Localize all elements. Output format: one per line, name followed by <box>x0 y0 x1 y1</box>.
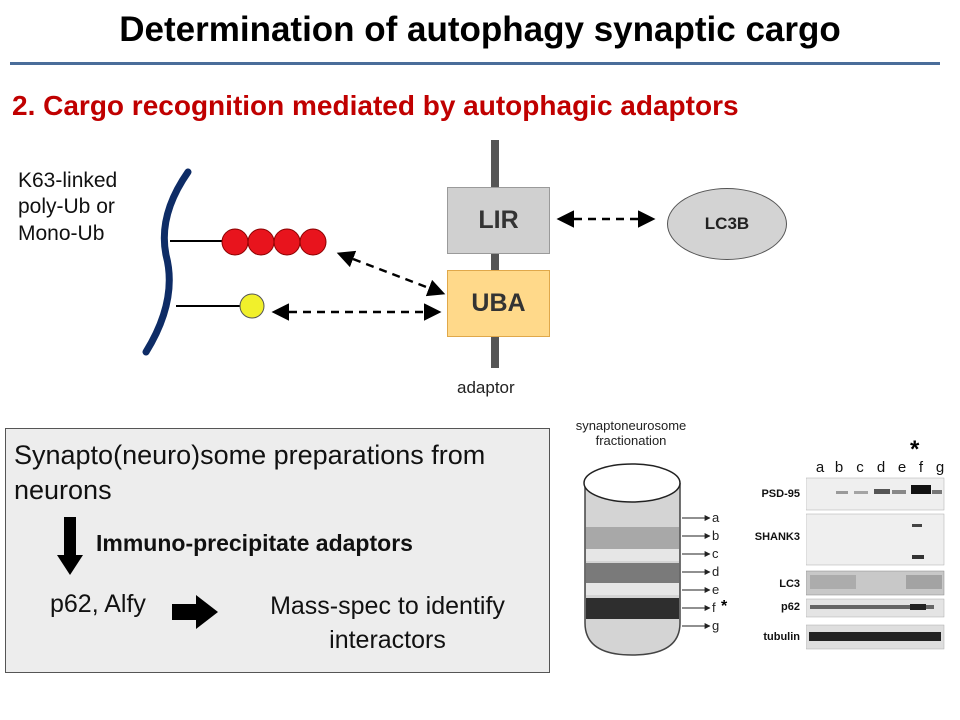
tube-band-b <box>586 527 679 549</box>
tube-band-c <box>586 549 679 561</box>
immunoprecipitate-label: Immuno-precipitate adaptors <box>96 530 413 556</box>
psd95-band <box>932 490 942 494</box>
blot-row-label: SHANK3 <box>754 531 800 543</box>
p62-band <box>910 604 926 610</box>
fractionation-tube <box>583 463 711 656</box>
adaptor-diagram <box>142 140 656 368</box>
blot-row-label: LC3 <box>779 578 800 590</box>
tube-band-f <box>586 598 679 619</box>
mono-ubiquitin-bead <box>239 293 265 319</box>
lc3-smear <box>810 575 856 589</box>
lane-label: f <box>918 459 924 476</box>
tubulin-band <box>809 632 941 641</box>
psd95-band <box>874 489 890 494</box>
ubiquitin-label: K63-linked poly-Ub or Mono-Ub <box>18 168 117 247</box>
ubiquitin-label-line: Mono-Ub <box>18 221 105 245</box>
p62-band <box>810 605 934 609</box>
lane-label: d <box>876 459 886 476</box>
down-arrow-icon <box>57 517 83 575</box>
fraction-label: g <box>712 618 720 633</box>
title-divider <box>10 62 940 65</box>
lane-label: a <box>815 459 825 476</box>
blot-row-label: tubulin <box>763 631 800 643</box>
right-arrow-icon <box>172 595 218 629</box>
blot-row-label: PSD-95 <box>761 488 800 500</box>
shank3-band <box>912 555 924 559</box>
fraction-label: e <box>712 582 720 597</box>
ubiquitin-label-line: K63-linked <box>18 169 118 192</box>
section-subtitle: 2. Cargo recognition mediated by autopha… <box>12 90 739 121</box>
blot-row-label: p62 <box>781 601 800 613</box>
ubiquitin-bead <box>273 228 301 256</box>
lane-label: b <box>834 459 844 476</box>
adaptor-bar <box>491 140 499 368</box>
blot-star: * <box>910 436 920 463</box>
lir-domain: LIR <box>447 187 550 254</box>
fraction-label: a <box>712 510 720 525</box>
fraction-label: b <box>712 528 720 543</box>
uba-domain: UBA <box>447 270 550 337</box>
fraction-label: d <box>712 564 720 579</box>
lane-label: e <box>897 459 907 476</box>
western-blot <box>806 477 945 650</box>
fraction-marker: * <box>721 598 728 615</box>
psd95-band <box>892 490 906 494</box>
tube-top <box>583 463 681 503</box>
fraction-label: c <box>712 546 719 561</box>
poly-ub-uba-arrow <box>336 250 446 297</box>
fraction-label: f <box>712 600 716 615</box>
lc3-smear <box>906 575 942 589</box>
psd95-band <box>854 491 868 494</box>
adaptor-names: p62, Alfy <box>50 590 146 618</box>
mass-spec-label: Mass-spec to identify interactors <box>270 592 505 654</box>
fractionation-title: synaptoneurosome fractionation <box>556 418 706 448</box>
fractionation-title-line: synaptoneurosome <box>575 418 687 433</box>
adaptor-label: adaptor <box>457 378 515 397</box>
fractionation-title-line: fractionation <box>595 433 667 448</box>
preparation-text: Synapto(neuro)some preparations from neu… <box>14 440 486 505</box>
psd95-band <box>836 491 848 494</box>
psd95-band <box>911 485 931 494</box>
lc3b-protein: LC3B <box>667 188 787 260</box>
page-title: Determination of autophagy synaptic carg… <box>119 10 841 49</box>
lane-label: c <box>856 459 864 476</box>
ubiquitin-bead <box>247 228 275 256</box>
membrane-curve <box>142 168 192 356</box>
procedure-box <box>5 428 550 673</box>
ubiquitin-bead <box>299 228 327 256</box>
shank3-band <box>912 524 922 527</box>
tube-band-e <box>586 583 679 595</box>
ubiquitin-bead <box>221 228 249 256</box>
tube-band-d <box>586 563 679 583</box>
lane-label: g <box>935 459 945 476</box>
ubiquitin-label-line: poly-Ub or <box>18 195 115 219</box>
